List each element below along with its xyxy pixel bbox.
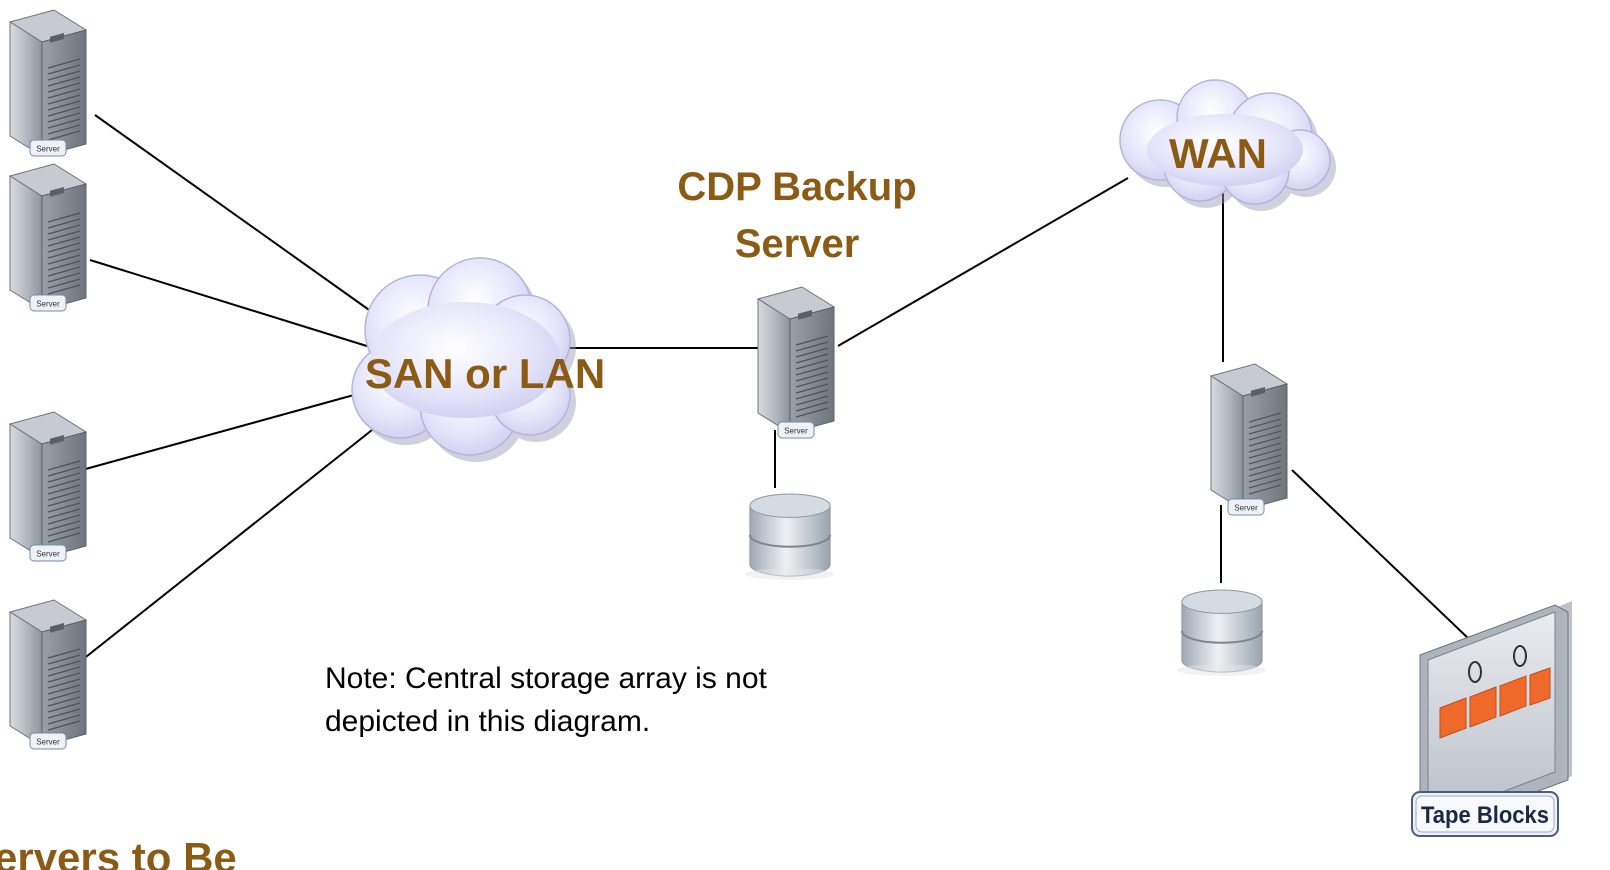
server-icon bbox=[757, 286, 835, 434]
database-icon bbox=[746, 492, 834, 580]
source-server-2: Server bbox=[9, 163, 87, 312]
server-label: Server bbox=[784, 427, 808, 436]
source-server-4: Server bbox=[9, 599, 87, 750]
link-cdp-wan bbox=[837, 177, 1129, 347]
note-line-1: Note: Central storage array is not bbox=[325, 662, 768, 695]
link-server4-san bbox=[71, 429, 373, 669]
note-line-2: depicted in this diagram. bbox=[325, 705, 650, 738]
tape-library: Tape Blocks bbox=[1411, 601, 1572, 837]
cdp-title-line1: CDP Backup bbox=[677, 165, 916, 209]
link-server1-san bbox=[94, 114, 373, 313]
san-lan-cloud: SAN or LAN bbox=[351, 257, 605, 462]
server-icon bbox=[9, 599, 87, 747]
link-server3-san bbox=[81, 389, 373, 471]
cloud-icon bbox=[351, 257, 576, 462]
database-icon bbox=[1178, 588, 1266, 676]
server-icon bbox=[9, 411, 87, 559]
tape-blocks-label: Tape Blocks bbox=[1421, 802, 1549, 829]
wan-label: WAN bbox=[1169, 130, 1267, 177]
link-server2-san bbox=[89, 259, 371, 348]
server-icon bbox=[9, 9, 87, 157]
remote-server: Server bbox=[1210, 363, 1288, 516]
san-lan-label: SAN or LAN bbox=[365, 350, 605, 397]
server-label: Server bbox=[36, 550, 60, 559]
server-label: Server bbox=[36, 145, 60, 154]
wan-cloud: WAN bbox=[1119, 79, 1336, 211]
tape-library-icon bbox=[1419, 601, 1572, 831]
source-server-3: Server bbox=[9, 411, 87, 562]
cdp-title-line2: Server bbox=[735, 222, 860, 266]
server-label: Server bbox=[36, 738, 60, 747]
server-icon bbox=[9, 163, 87, 311]
source-server-1: Server bbox=[9, 9, 87, 157]
cloud-icon bbox=[1119, 79, 1336, 211]
server-icon bbox=[1210, 363, 1288, 511]
servers-to-be-label: ervers to Be bbox=[0, 834, 237, 870]
link-remote-tape bbox=[1291, 469, 1471, 641]
server-label: Server bbox=[1234, 504, 1258, 513]
server-label: Server bbox=[36, 300, 60, 309]
connection-lines bbox=[71, 114, 1471, 669]
cdp-backup-server: Server bbox=[757, 286, 835, 439]
